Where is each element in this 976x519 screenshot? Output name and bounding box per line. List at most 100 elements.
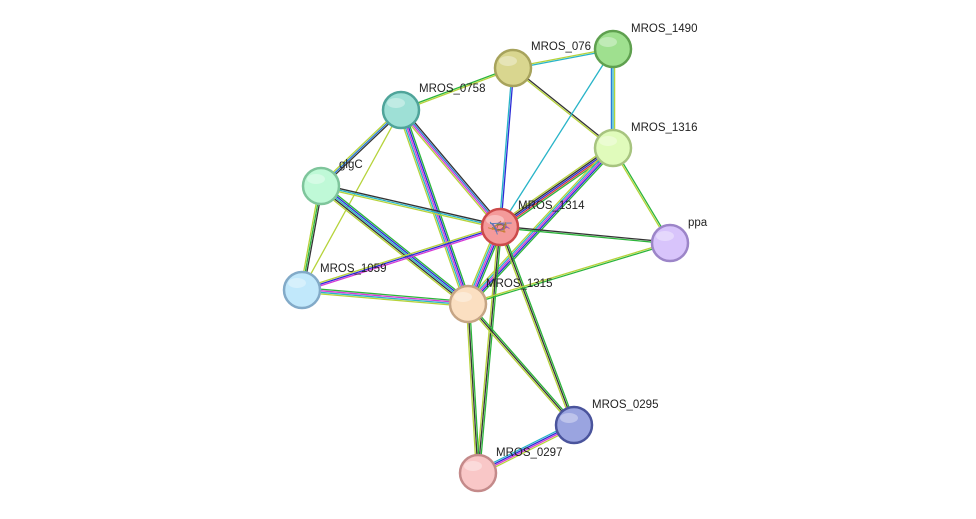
node-highlight <box>599 136 617 146</box>
node-highlight <box>464 461 482 471</box>
edge-mros-0758-mros-1059 <box>301 109 402 291</box>
node-circle[interactable] <box>554 405 594 445</box>
node-highlight <box>387 98 405 108</box>
node-mros-0295[interactable] <box>554 405 594 445</box>
edge-strand <box>466 146 613 304</box>
edge-strand <box>467 241 670 304</box>
node-label-mros-1316: MROS_1316 <box>631 122 697 134</box>
node-circle[interactable] <box>480 207 520 247</box>
edge-strand <box>397 110 466 306</box>
edge-strand <box>469 149 616 307</box>
edge-strand <box>321 184 470 304</box>
edge-strand <box>322 182 471 303</box>
edge-mros-1314-mros-1059 <box>301 224 501 293</box>
edge-strand <box>498 146 613 227</box>
node-label-ppa: ppa <box>688 217 708 229</box>
edge-strand <box>500 68 515 228</box>
edge-strand <box>400 66 513 110</box>
node-mros-0297[interactable] <box>458 453 498 493</box>
node-mros-1059[interactable] <box>282 270 322 310</box>
edge-strand <box>512 68 613 150</box>
edge-strand <box>499 48 614 228</box>
node-highlight <box>560 413 578 423</box>
node-circle[interactable] <box>301 166 341 206</box>
edge-layer <box>299 47 672 476</box>
edge-mros-1490-mros-1314 <box>499 48 614 228</box>
edge-strand <box>320 185 469 305</box>
node-label-mros-0297: MROS_0297 <box>496 447 562 459</box>
edge-strand <box>398 111 499 229</box>
edge-strand <box>477 226 501 474</box>
node-mros-1316[interactable] <box>593 128 633 168</box>
node-mros-1314[interactable] <box>480 207 520 247</box>
node-circle[interactable] <box>381 90 421 130</box>
node-highlight <box>288 278 306 288</box>
node-mros-0758[interactable] <box>381 90 421 130</box>
node-highlight <box>656 231 674 241</box>
node-circle[interactable] <box>282 270 322 310</box>
edge-strand <box>468 303 481 473</box>
edge-strand <box>499 227 670 245</box>
edge-strand <box>398 110 468 305</box>
node-glgc[interactable] <box>301 166 341 206</box>
edge-glgc-mros-1315 <box>318 182 471 308</box>
edge-mros-1315-mros-0295 <box>466 302 576 427</box>
node-label-mros-1314: MROS_1314 <box>518 200 585 212</box>
edge-strand <box>468 302 576 425</box>
edge-ppa-mros-1315 <box>467 241 671 306</box>
edge-strand <box>465 304 478 474</box>
edge-strand <box>321 183 501 227</box>
node-layer <box>282 29 690 493</box>
edge-strand <box>475 226 500 473</box>
edge-mros-1314-mros-0297 <box>475 226 503 474</box>
edge-strand <box>467 303 575 426</box>
edge-strand <box>301 290 468 306</box>
node-circle[interactable] <box>593 29 633 69</box>
edge-strand <box>478 227 503 474</box>
edge-mros-0760-mros-1316 <box>512 66 614 150</box>
edge-strand <box>400 109 469 305</box>
edge-strand <box>498 67 513 227</box>
edge-strand <box>402 108 503 226</box>
edge-mros-0758-mros-1314 <box>398 108 503 229</box>
edge-mros-1059-mros-1315 <box>301 286 469 308</box>
node-circle[interactable] <box>593 128 633 168</box>
node-mros-0760[interactable] <box>493 48 533 88</box>
edge-strand <box>302 227 501 293</box>
edge-mros-0760-mros-1314 <box>498 67 515 228</box>
edge-mros-0758-mros-1315 <box>397 108 472 306</box>
edge-strand <box>513 66 614 148</box>
node-label-mros-0758: MROS_0758 <box>419 83 485 95</box>
node-mros-1315[interactable] <box>448 284 488 324</box>
node-ppa[interactable] <box>650 223 690 263</box>
edge-strand <box>399 110 500 228</box>
node-circle[interactable] <box>493 48 533 88</box>
edge-strand <box>467 147 614 305</box>
node-highlight <box>599 37 617 47</box>
edge-strand <box>403 108 472 304</box>
edge-strand <box>497 144 612 225</box>
edge-strand <box>318 187 467 308</box>
edge-strand <box>500 225 671 243</box>
node-label-mros-0760: MROS_076 <box>531 41 591 53</box>
edge-mros-1315-mros-0297 <box>465 303 481 474</box>
edge-strand <box>500 226 577 425</box>
edge-strand <box>301 291 468 308</box>
edge-strand <box>401 109 471 304</box>
node-label-mros-1315: MROS_1315 <box>486 278 552 290</box>
node-label-mros-1490: MROS_1490 <box>631 23 697 35</box>
edge-strand <box>319 186 468 306</box>
node-mros-1490[interactable] <box>593 29 633 69</box>
node-circle[interactable] <box>458 453 498 493</box>
node-circle[interactable] <box>650 223 690 263</box>
edge-mros-1314-mros-0295 <box>497 226 577 426</box>
edge-strand <box>499 226 575 426</box>
node-label-glgc: glgC <box>339 159 363 171</box>
node-circle[interactable] <box>448 284 488 324</box>
edge-strand <box>497 227 574 426</box>
edge-strand <box>301 109 402 291</box>
node-label-mros-0295: MROS_0295 <box>592 399 658 411</box>
edge-strand <box>401 109 502 227</box>
